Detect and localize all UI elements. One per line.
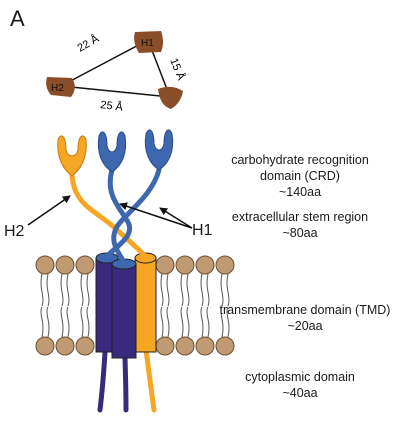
lipid-head-lower [175,336,195,356]
domain-label-stem: extracellular stem region ~80aa [200,209,400,241]
domain-label-tmd: transmembrane domain (TMD) ~20aa [200,302,410,334]
cyto-line-2: ~40aa [282,386,318,400]
stem-blue-right [111,167,162,265]
lipid-tail-upper [226,273,230,307]
lipid-head-lower [195,336,215,356]
lipid-tail-lower [66,306,70,338]
stem-line-1: extracellular stem region [231,210,369,224]
lipid-tail-upper [66,273,70,307]
lipid-head-lower [35,336,55,356]
lipid-tail-upper [206,273,210,307]
tail-purple-right [122,355,129,413]
helix-yellow [134,257,157,353]
panel-letter: A [10,6,25,31]
crd-yellow [57,135,87,177]
helix-blue [111,263,137,359]
lipid-tail-upper [40,273,44,307]
lipid-tail-lower [200,306,204,338]
arrow-h1-left [119,202,193,229]
lipid-tail-upper [86,273,90,307]
lipid-tail-lower [186,306,190,338]
lipid-tail-upper [200,273,204,307]
lipid-tail-lower [160,306,164,338]
lipid-tail-lower [180,306,184,338]
site-h2-shape [46,77,75,97]
lipid-head-upper [175,255,195,275]
distance-label-2: 15 Å [167,56,188,82]
lipid-tail-lower [80,306,84,338]
lipid-tail-upper [166,273,170,307]
tmd-line-2: ~20aa [287,319,323,333]
lipid-tail-lower [40,306,44,338]
arrow-h2 [27,195,71,226]
lipid-tail-upper [220,273,224,307]
lipid-head-lower [215,336,235,356]
lipid-tail-lower [86,306,90,338]
lipid-head-lower [55,336,75,356]
lipid-tail-lower [166,306,170,338]
crd-domains [57,129,174,177]
lipid-tail-lower [226,306,230,338]
lipid-tail-lower [60,306,64,338]
lipid-head-upper [75,255,95,275]
site-label-h2: H2 [51,83,64,94]
stem-line-2: ~80aa [282,226,318,240]
lipid-tail-upper [80,273,84,307]
domain-label-crd: carbohydrate recognition domain (CRD) ~1… [200,152,400,200]
cyto-line-1: cytoplasmic domain [245,370,355,384]
transmembrane-helices [95,252,157,359]
edge-h2-h1b [60,85,171,98]
edge-h1-h2 [60,39,149,87]
binding-site-triangle [46,31,183,109]
lipid-tail-lower [206,306,210,338]
tmd-line-1: transmembrane domain (TMD) [219,303,391,317]
arrow-h1-right [159,207,193,229]
lipid-tail-upper [46,273,50,307]
lipid-head-upper [155,255,175,275]
site-h1-shape [134,31,163,53]
pointer-arrows [27,195,193,229]
distance-label-1: 22 Å [75,32,102,55]
lipid-bilayer [35,255,235,356]
lipid-head-upper [195,255,215,275]
lipid-tail-upper [60,273,64,307]
lipid-tail-upper [186,273,190,307]
lipid-tail-upper [160,273,164,307]
crd-blue-left [97,131,127,173]
lipid-head-lower [155,336,175,356]
lipid-tail-upper [180,273,184,307]
crd-line-1: carbohydrate recognition [231,153,369,167]
lipid-tail-lower [46,306,50,338]
distance-label-3: 25 Å [100,98,125,114]
lipid-head-upper [55,255,75,275]
crd-line-3: ~140aa [278,185,322,199]
lipid-tail-lower [220,306,224,338]
chain-label-h1: H1 [192,222,213,239]
tail-purple-left [97,349,108,413]
site-label-h1: H1 [141,38,154,49]
cytoplasmic-tails [97,347,157,413]
site-h1b-shape [158,86,183,109]
crd-blue-right [144,129,174,171]
crd-line-2: domain (CRD) [260,169,340,183]
chain-label-h2: H2 [4,223,25,240]
lipid-head-upper [215,255,235,275]
stem-regions [69,167,162,265]
domain-label-cytoplasmic: cytoplasmic domain ~40aa [200,369,400,401]
lipid-head-lower [75,336,95,356]
tail-yellow [143,347,157,413]
lipid-head-upper [35,255,55,275]
